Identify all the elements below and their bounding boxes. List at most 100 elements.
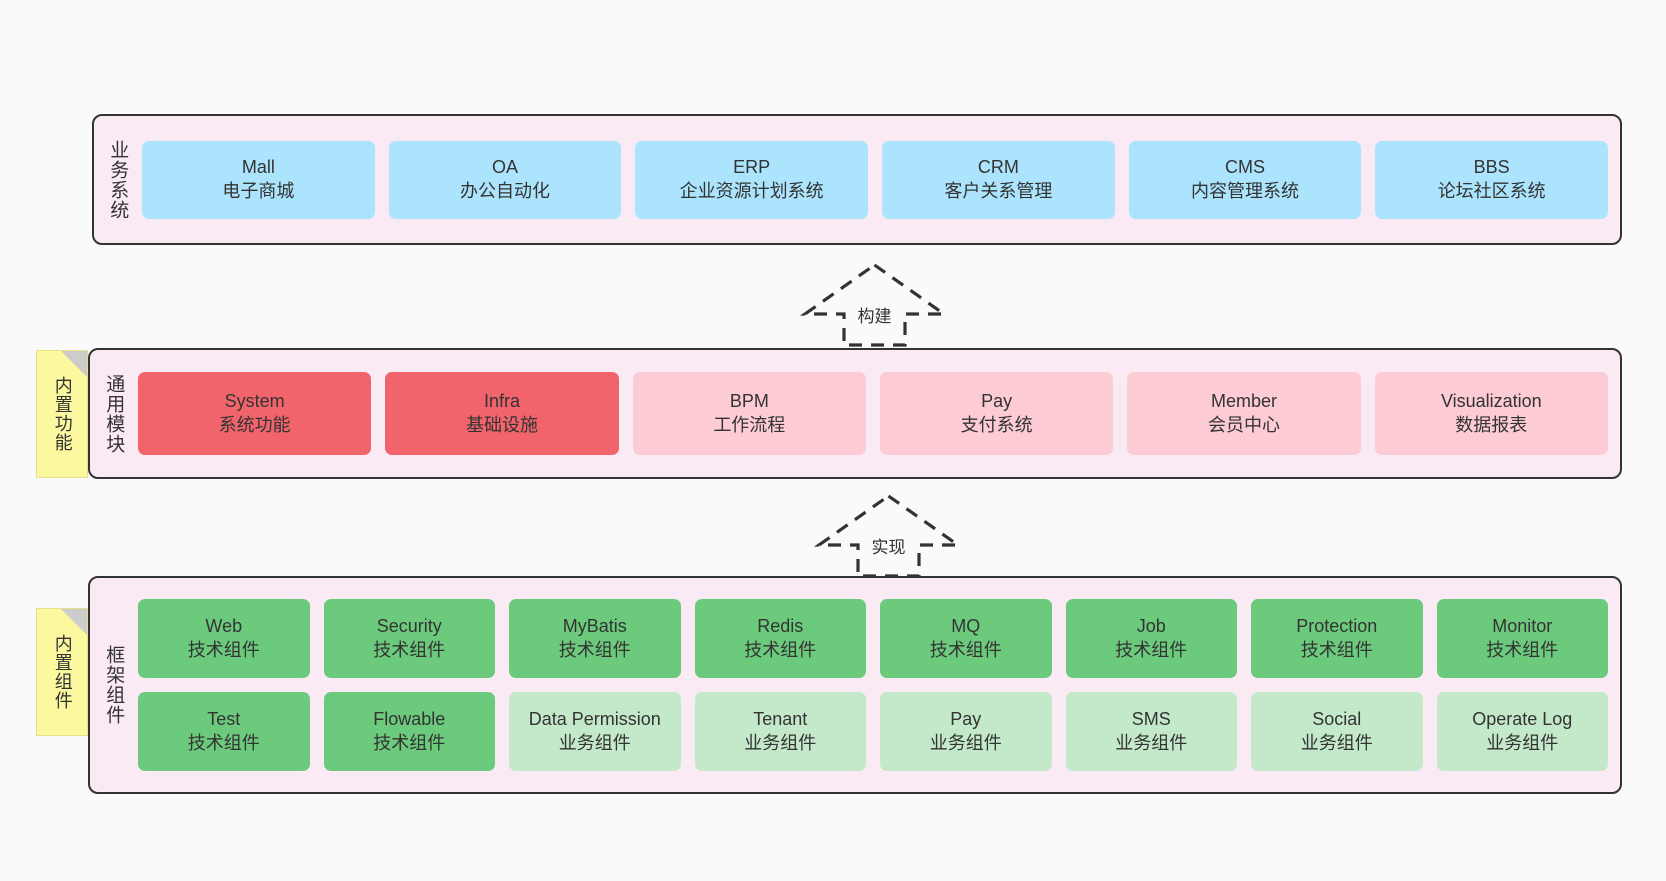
layer-business-systems: 业务系统 Mall 电子商城 OA 办公自动化 ERP 企业资源计划系统 CRM: [92, 114, 1622, 245]
card-pay-component-cn: 业务组件: [929, 732, 1002, 753]
build-arrow-icon: [799, 263, 950, 347]
card-mall-cn: 电子商城: [222, 180, 295, 201]
connector-implement: 实现: [813, 493, 964, 578]
card-pay-component[interactable]: Pay 业务组件: [880, 692, 1052, 771]
card-data-permission-cn: 业务组件: [558, 732, 631, 753]
card-mq-cn: 技术组件: [929, 639, 1002, 660]
card-crm-en: CRM: [977, 157, 1019, 178]
card-social-en: Social: [1312, 709, 1362, 730]
card-cms-cn: 内容管理系统: [1191, 180, 1300, 201]
sticky-builtin-components-label: 内置组件: [52, 634, 73, 710]
layer-framework-components-title: 框架组件: [103, 645, 125, 725]
business-systems-row: Mall 电子商城 OA 办公自动化 ERP 企业资源计划系统 CRM 客户关系…: [142, 140, 1609, 219]
card-erp-en: ERP: [733, 157, 771, 178]
card-flowable-cn: 技术组件: [373, 732, 446, 753]
card-visualization[interactable]: Visualization 数据报表: [1374, 372, 1608, 455]
card-test-cn: 技术组件: [187, 732, 260, 753]
sticky-builtin-components: 内置组件: [36, 608, 88, 736]
card-mall-en: Mall: [241, 157, 275, 178]
card-erp-cn: 企业资源计划系统: [679, 180, 824, 201]
card-system-en: System: [224, 391, 285, 412]
card-data-permission[interactable]: Data Permission 业务组件: [509, 692, 681, 771]
sticky-fold-corner-icon: [61, 609, 87, 635]
layer-common-modules: 通用模块 System 系统功能 Infra 基础设施 BPM 工作流程 Pay: [88, 348, 1622, 479]
card-sms-cn: 业务组件: [1115, 732, 1188, 753]
card-social-cn: 业务组件: [1300, 732, 1373, 753]
card-protection[interactable]: Protection 技术组件: [1251, 599, 1423, 678]
sticky-builtin-features: 内置功能: [36, 350, 88, 478]
card-erp[interactable]: ERP 企业资源计划系统: [635, 140, 869, 219]
framework-row-biz: Test 技术组件 Flowable 技术组件 Data Permission …: [138, 692, 1608, 771]
card-web-cn: 技术组件: [187, 639, 260, 660]
card-oa[interactable]: OA 办公自动化: [388, 140, 622, 219]
card-oa-en: OA: [492, 157, 519, 178]
card-job-cn: 技术组件: [1115, 639, 1188, 660]
layer-framework-components: 框架组件 Web 技术组件 Security 技术组件 MyBatis 技术组件…: [88, 576, 1622, 794]
card-protection-en: Protection: [1296, 616, 1378, 637]
card-flowable[interactable]: Flowable 技术组件: [323, 692, 495, 771]
card-security-en: Security: [376, 616, 442, 637]
card-test[interactable]: Test 技术组件: [138, 692, 310, 771]
card-redis[interactable]: Redis 技术组件: [694, 599, 866, 678]
card-operate-log-cn: 业务组件: [1486, 732, 1559, 753]
card-mybatis-cn: 技术组件: [558, 639, 631, 660]
card-pay-module[interactable]: Pay 支付系统: [879, 372, 1114, 455]
card-sms[interactable]: SMS 业务组件: [1065, 692, 1237, 771]
card-redis-en: Redis: [757, 616, 804, 637]
card-web[interactable]: Web 技术组件: [138, 599, 310, 678]
card-test-en: Test: [207, 709, 241, 730]
card-job-en: Job: [1136, 616, 1166, 637]
card-pay-component-en: Pay: [950, 709, 982, 730]
card-mq-en: MQ: [951, 616, 981, 637]
card-mybatis-en: MyBatis: [562, 616, 627, 637]
card-system-cn: 系统功能: [218, 414, 291, 435]
card-bpm-en: BPM: [729, 391, 769, 412]
card-bpm-cn: 工作流程: [713, 414, 786, 435]
card-security-cn: 技术组件: [373, 639, 446, 660]
card-cms[interactable]: CMS 内容管理系统: [1128, 140, 1362, 219]
card-bbs[interactable]: BBS 论坛社区系统: [1375, 140, 1609, 219]
card-security[interactable]: Security 技术组件: [323, 599, 495, 678]
card-cms-en: CMS: [1225, 157, 1266, 178]
card-visualization-cn: 数据报表: [1455, 414, 1528, 435]
card-member[interactable]: Member 会员中心: [1127, 372, 1361, 455]
card-bbs-cn: 论坛社区系统: [1437, 180, 1546, 201]
card-pay-module-en: Pay: [981, 391, 1013, 412]
sticky-builtin-features-label: 内置功能: [52, 376, 73, 452]
card-operate-log-en: Operate Log: [1472, 709, 1573, 730]
card-monitor-en: Monitor: [1492, 616, 1553, 637]
card-monitor-cn: 技术组件: [1486, 639, 1559, 660]
connector-implement-label: 实现: [871, 538, 906, 557]
connector-build-label: 构建: [857, 307, 892, 326]
card-data-permission-en: Data Permission: [528, 709, 661, 730]
card-monitor[interactable]: Monitor 技术组件: [1436, 599, 1608, 678]
card-visualization-en: Visualization: [1440, 391, 1542, 412]
card-system[interactable]: System 系统功能: [138, 372, 372, 455]
card-mq[interactable]: MQ 技术组件: [880, 599, 1052, 678]
card-social[interactable]: Social 业务组件: [1251, 692, 1423, 771]
card-mall[interactable]: Mall 电子商城: [142, 140, 375, 219]
card-protection-cn: 技术组件: [1300, 639, 1373, 660]
card-tenant-en: Tenant: [753, 709, 808, 730]
card-job[interactable]: Job 技术组件: [1065, 599, 1237, 678]
card-tenant[interactable]: Tenant 业务组件: [694, 692, 866, 771]
card-bbs-en: BBS: [1473, 157, 1510, 178]
card-crm[interactable]: CRM 客户关系管理: [882, 140, 1115, 219]
card-mybatis[interactable]: MyBatis 技术组件: [509, 599, 681, 678]
card-pay-module-cn: 支付系统: [960, 414, 1033, 435]
sticky-fold-corner-icon: [61, 351, 87, 377]
card-crm-cn: 客户关系管理: [944, 180, 1053, 201]
card-infra[interactable]: Infra 基础设施: [385, 372, 619, 455]
framework-row-tech: Web 技术组件 Security 技术组件 MyBatis 技术组件 Redi…: [138, 599, 1608, 678]
card-web-en: Web: [205, 616, 243, 637]
connector-build: 构建: [799, 262, 950, 347]
common-modules-row: System 系统功能 Infra 基础设施 BPM 工作流程 Pay 支付系统…: [138, 372, 1608, 455]
card-bpm[interactable]: BPM 工作流程: [632, 372, 866, 455]
layer-common-modules-title: 通用模块: [103, 373, 125, 454]
card-flowable-en: Flowable: [373, 709, 446, 730]
card-member-cn: 会员中心: [1207, 414, 1280, 435]
card-operate-log[interactable]: Operate Log 业务组件: [1436, 692, 1608, 771]
card-infra-cn: 基础设施: [465, 414, 538, 435]
card-oa-cn: 办公自动化: [460, 180, 550, 201]
